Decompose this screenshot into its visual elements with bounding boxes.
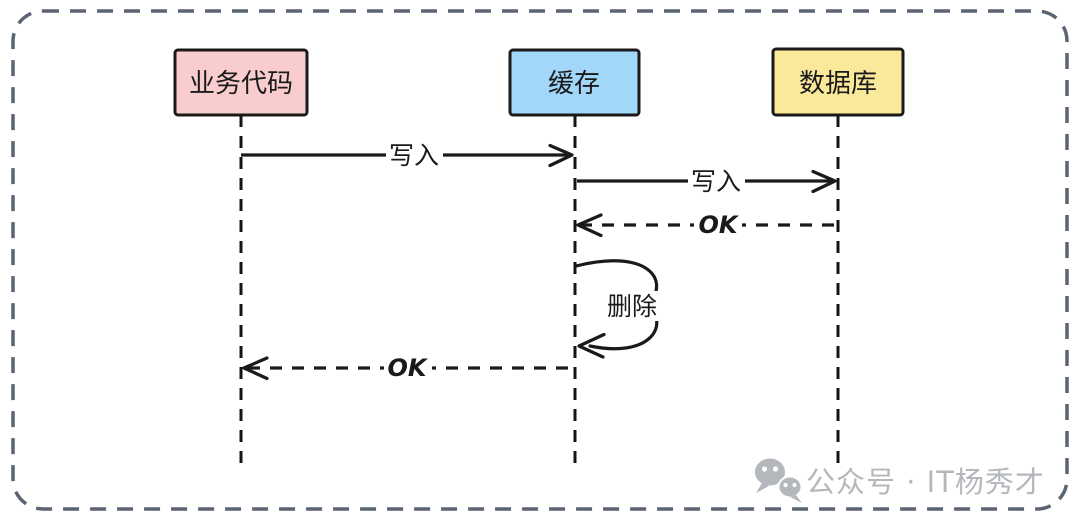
participant-cache: 缓存 — [508, 48, 641, 117]
message-label: 删除 — [607, 292, 657, 321]
message-label-bg — [386, 141, 443, 169]
watermark: 公众号 · IT杨秀才 — [755, 458, 1045, 503]
wechat-eye — [792, 482, 797, 488]
message-label-bg — [694, 211, 742, 239]
wechat-small-bubble-tail — [790, 495, 802, 503]
message-delete-self-loop: 删除 — [574, 259, 664, 359]
message-label-bg — [688, 167, 745, 195]
message-write-to-database: 写入 — [577, 167, 837, 196]
wechat-big-bubble — [755, 458, 785, 486]
message-label: OK — [388, 354, 429, 382]
message-label-bg — [384, 354, 432, 382]
wechat-icon — [755, 458, 803, 503]
message-label-bg — [600, 291, 664, 321]
message-label: 写入 — [389, 141, 439, 170]
participant-database: 数据库 — [771, 47, 905, 117]
arrowhead-right-icon — [811, 169, 837, 194]
wechat-eye — [772, 466, 779, 472]
arrowhead-left-icon — [576, 213, 603, 238]
message-label: 写入 — [691, 167, 741, 196]
arrowhead-right-icon — [548, 143, 574, 168]
participant-label: 业务代码 — [189, 69, 293, 99]
participant-box — [173, 48, 309, 117]
wechat-eye — [783, 482, 788, 488]
arrowhead-left-icon — [242, 356, 269, 381]
message-ok-from-cache: OK — [242, 354, 568, 382]
wechat-small-bubble — [777, 475, 803, 499]
watermark-text: 公众号 · IT杨秀才 — [806, 465, 1045, 499]
message-write-to-cache: 写入 — [241, 141, 574, 170]
participant-box — [508, 48, 641, 117]
participant-business-code: 业务代码 — [173, 48, 309, 117]
participant-label: 缓存 — [548, 69, 600, 99]
frame-border — [11, 9, 1069, 511]
participant-label: 数据库 — [799, 69, 877, 99]
wechat-big-bubble-tail — [756, 483, 769, 493]
arrowhead-left-icon — [577, 332, 606, 359]
message-ok-from-database: OK — [576, 211, 834, 239]
participant-box — [771, 47, 905, 117]
message-label: OK — [699, 211, 740, 239]
wechat-eye — [761, 466, 768, 472]
